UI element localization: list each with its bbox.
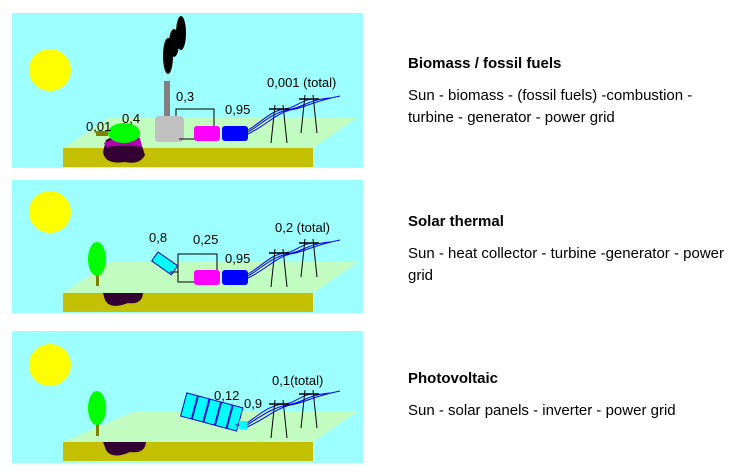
- fossil-deposit: [103, 442, 146, 456]
- tree-icon: [88, 242, 106, 276]
- ground: [63, 293, 313, 312]
- total-efficiency-label: 0,2 (total): [275, 220, 330, 235]
- efficiency-label: 0,01: [86, 119, 111, 134]
- tree-icon: [88, 391, 106, 425]
- photovoltaic-description: Photovoltaic Sun - solar panels - invert…: [408, 370, 738, 422]
- panel-photovoltaic: 0,12 0,9 0,1(total): [12, 331, 363, 463]
- sun-icon: [29, 191, 71, 233]
- ground: [63, 442, 313, 461]
- efficiency-label: 0,12: [214, 388, 239, 403]
- panel-biomass: 0,01 0,4 0,3 0,95 0,001 (total): [12, 13, 363, 168]
- inverter: [239, 421, 247, 429]
- panel-solar-thermal: 0,8 0,25 0,95 0,2 (total): [12, 180, 363, 313]
- section-text: Sun - heat collector - turbine -generato…: [408, 245, 724, 284]
- chimney: [164, 81, 170, 117]
- steam-pipe: [175, 108, 215, 126]
- efficiency-label: 0,8: [149, 230, 167, 245]
- fossil-deposit: [103, 293, 143, 306]
- efficiency-label: 0,95: [225, 102, 250, 117]
- smoke: [176, 16, 186, 50]
- biomass-description: Biomass / fossil fuels Sun - biomass - (…: [408, 55, 738, 129]
- efficiency-label: 0,4: [122, 111, 140, 126]
- section-title: Photovoltaic: [408, 370, 499, 387]
- tree-trunk: [96, 420, 99, 436]
- total-efficiency-label: 0,001 (total): [267, 75, 336, 90]
- ground: [63, 148, 313, 167]
- total-efficiency-label: 0,1(total): [272, 373, 323, 388]
- solar-panels: [180, 392, 244, 432]
- land-plane: [63, 411, 358, 442]
- pipe: [170, 271, 196, 283]
- tree-trunk: [96, 268, 99, 286]
- sun-icon: [29, 49, 71, 91]
- efficiency-label: 0,95: [225, 251, 250, 266]
- biomass-stem: [96, 131, 108, 136]
- section-text: Sun - biomass - (fossil fuels) -combusti…: [408, 87, 693, 126]
- pipe: [177, 253, 218, 272]
- sun-icon: [29, 344, 71, 386]
- biomass-icon: [108, 123, 140, 143]
- efficiency-label: 0,9: [244, 396, 262, 411]
- turbine: [194, 126, 220, 141]
- generator: [222, 270, 248, 285]
- solar-thermal-description: Solar thermal Sun - heat collector - tur…: [408, 213, 738, 287]
- section-title: Biomass / fossil fuels: [408, 55, 562, 72]
- combustion-boiler: [155, 116, 184, 142]
- turbine: [194, 270, 220, 285]
- efficiency-label: 0,25: [193, 232, 218, 247]
- generator: [222, 126, 248, 141]
- efficiency-label: 0,3: [176, 89, 194, 104]
- heat-collector: [151, 251, 179, 276]
- section-title: Solar thermal: [408, 213, 504, 230]
- section-text: Sun - solar panels - inverter - power gr…: [408, 402, 676, 419]
